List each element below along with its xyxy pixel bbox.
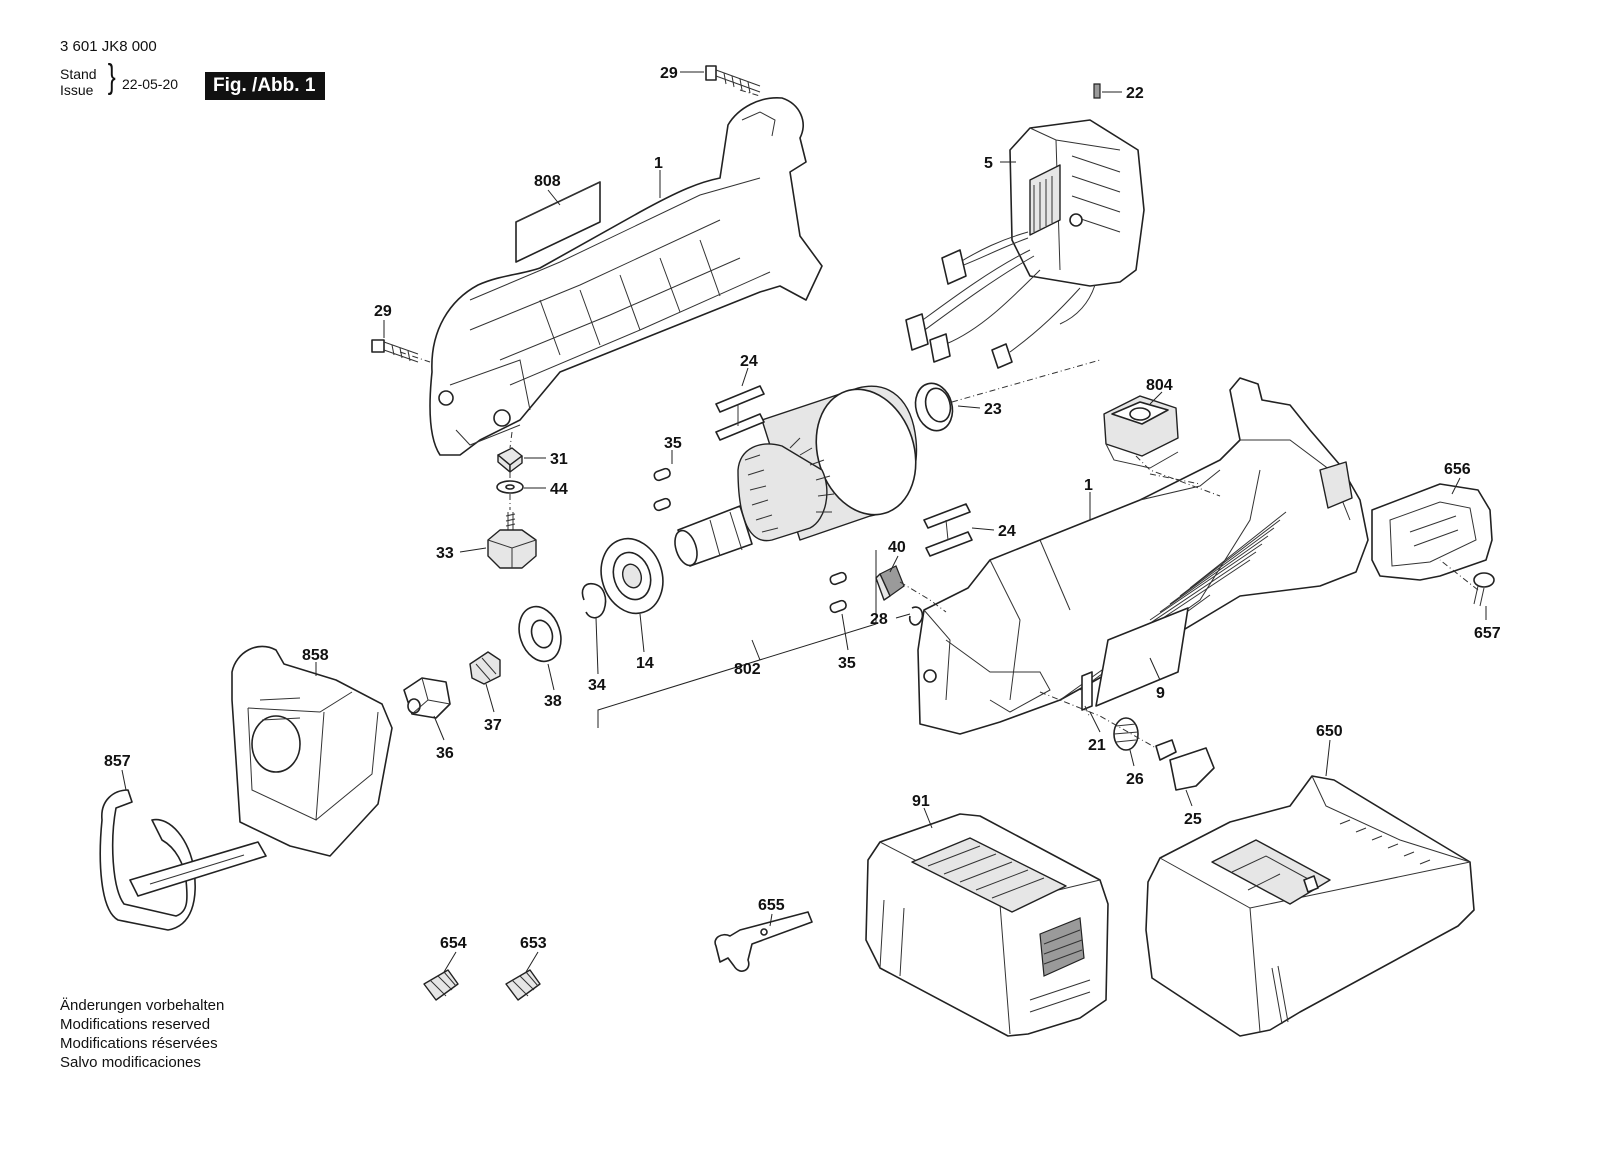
- brush-spring-24-mid: [923, 503, 973, 557]
- callout-36: 36: [436, 745, 454, 762]
- stand-label: Stand: [60, 66, 97, 82]
- label-9: [1081, 607, 1189, 711]
- callout-802: 802: [734, 661, 761, 678]
- callout-24-mid: 24: [998, 523, 1016, 540]
- callout-24-top: 24: [740, 353, 758, 370]
- collet-nut-36: [403, 677, 451, 719]
- guard-858: [231, 645, 393, 857]
- callout-655: 655: [758, 897, 785, 914]
- callout-35-bottom: 35: [838, 655, 856, 672]
- callout-9: 9: [1156, 685, 1165, 702]
- battery-pack-91: [865, 813, 1109, 1037]
- callout-14: 14: [636, 655, 654, 672]
- callout-38: 38: [544, 693, 562, 710]
- issue-label: Issue: [60, 82, 94, 98]
- callout-29-top: 29: [660, 65, 678, 82]
- square-nut-31: [497, 447, 523, 473]
- circlip-34: [581, 582, 607, 619]
- note-spanish: Salvo modificaciones: [60, 1054, 201, 1071]
- housing-half-upper: [429, 97, 823, 456]
- pins-35-bottom: [829, 571, 847, 614]
- screw-657: [1473, 572, 1495, 607]
- callout-21: 21: [1088, 737, 1106, 754]
- screw-29-top: [705, 65, 761, 94]
- callout-40: 40: [888, 539, 906, 556]
- lock-button-25: [1155, 739, 1215, 791]
- switch-804: [1103, 395, 1179, 469]
- part-40: [875, 565, 905, 601]
- callout-34: 34: [588, 677, 606, 694]
- wrench-655: [714, 911, 813, 972]
- callout-808: 808: [534, 173, 561, 190]
- brace-glyph: }: [107, 58, 116, 96]
- callout-26: 26: [1126, 771, 1144, 788]
- screw-29-left: [371, 339, 419, 363]
- assembly-axes: [399, 89, 1479, 749]
- callout-29-left: 29: [374, 303, 392, 320]
- callout-650: 650: [1316, 723, 1343, 740]
- figure-label: Fig. /Abb. 1: [205, 72, 326, 100]
- collet-37: [469, 651, 501, 685]
- collet-653: [505, 969, 541, 1001]
- callout-858: 858: [302, 647, 329, 664]
- note-german: Änderungen vorbehalten: [60, 997, 225, 1014]
- leader-lines: [121, 71, 1487, 973]
- callout-91: 91: [912, 793, 930, 810]
- document-number: 3 601 JK8 000: [60, 38, 157, 55]
- electronic-module-5: [905, 83, 1145, 369]
- knob-33: [487, 512, 537, 569]
- washer-44: [496, 480, 524, 494]
- pins-35-top: [653, 467, 671, 512]
- armature-802: [674, 385, 918, 567]
- housing-lower: [917, 377, 1369, 735]
- callout-28: 28: [870, 611, 888, 628]
- callout-653: 653: [520, 935, 547, 952]
- issue-date: 22-05-20: [122, 76, 179, 92]
- callout-31: 31: [550, 451, 568, 468]
- callout-857: 857: [104, 753, 131, 770]
- spring-26: [1113, 717, 1139, 751]
- callout-804: 804: [1146, 377, 1173, 394]
- callout-654: 654: [440, 935, 467, 952]
- callout-5: 5: [984, 155, 993, 172]
- charger-650: [1145, 775, 1475, 1037]
- callout-35-top: 35: [664, 435, 682, 452]
- ring-28: [908, 606, 924, 626]
- stand-issue-label: Stand Issue: [60, 66, 97, 98]
- callout-33: 33: [436, 545, 454, 562]
- washer-38: [518, 605, 562, 663]
- callout-1-top: 1: [654, 155, 663, 172]
- collet-654: [423, 969, 459, 1001]
- callout-1-right: 1: [1084, 477, 1093, 494]
- callout-22: 22: [1126, 85, 1144, 102]
- bearing-14: [600, 537, 664, 615]
- modification-notes: Änderungen vorbehalten Modifications res…: [60, 996, 224, 1072]
- callout-656: 656: [1444, 461, 1471, 478]
- callout-37: 37: [484, 717, 502, 734]
- callout-25: 25: [1184, 811, 1202, 828]
- callout-657: 657: [1474, 625, 1501, 642]
- bearing-23: [914, 382, 954, 432]
- note-english: Modifications reserved: [60, 1016, 211, 1033]
- callout-44: 44: [550, 481, 568, 498]
- callout-23: 23: [984, 401, 1002, 418]
- side-handle-857: [99, 789, 267, 931]
- belt-clip-656: [1371, 483, 1493, 581]
- brush-spring-24-top: [715, 385, 765, 441]
- callout-labels: 29 22 1 808 5 29 804 24 23 35 31 44 33 1…: [104, 65, 1501, 952]
- note-french: Modifications réservées: [60, 1035, 218, 1052]
